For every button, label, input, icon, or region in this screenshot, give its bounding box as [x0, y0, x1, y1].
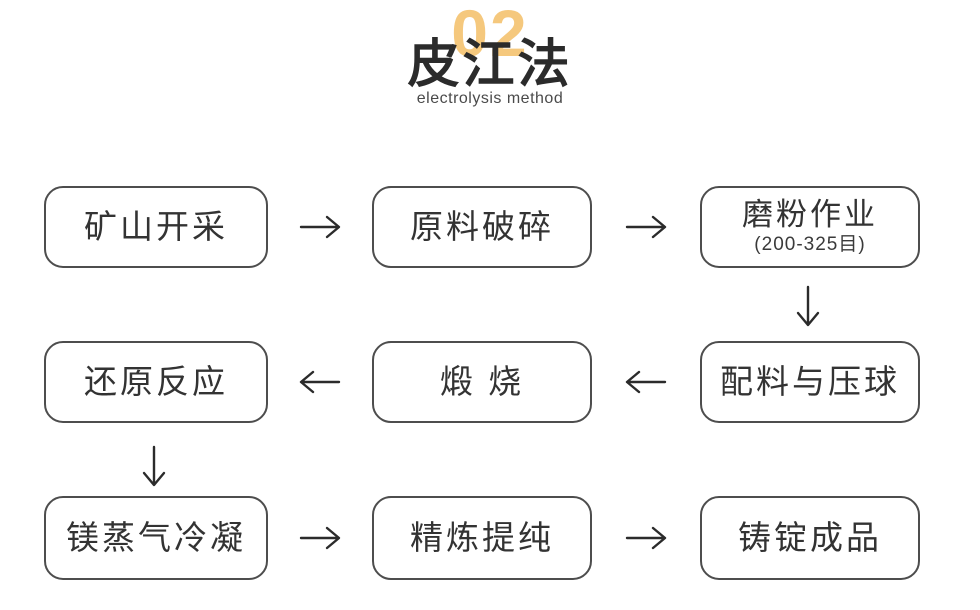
flow-node-reduction: 还原反应 [44, 341, 268, 423]
flow-node-mining: 矿山开采 [44, 186, 268, 268]
flow-node-label: 矿山开采 [84, 208, 228, 246]
flow-node-label: 镁蒸气冷凝 [66, 519, 246, 557]
page-subtitle: electrolysis method [416, 90, 564, 107]
page-title: 皮江法 [407, 36, 573, 94]
flow-node-calcination: 煅 烧 [372, 341, 592, 423]
flow-node-label: 铸锭成品 [738, 519, 882, 557]
flow-node-label: 配料与压球 [720, 363, 900, 401]
flow-node-condensation: 镁蒸气冷凝 [44, 496, 268, 580]
flow-node-label: 磨粉作业 [742, 196, 878, 232]
flow-arrow-right-icon [298, 525, 342, 551]
flow-arrow-left-icon [298, 369, 342, 395]
flow-node-label: 还原反应 [84, 363, 228, 401]
flow-node-refining: 精炼提纯 [372, 496, 592, 580]
flow-node-ingot: 铸锭成品 [700, 496, 920, 580]
flow-node-grinding: 磨粉作业 (200-325目) [700, 186, 920, 268]
flow-arrow-down-icon [141, 444, 167, 488]
flow-arrow-right-icon [298, 214, 342, 240]
flow-node-briquetting: 配料与压球 [700, 341, 920, 423]
flow-arrow-right-icon [624, 525, 668, 551]
flow-node-label: 煅 烧 [439, 363, 525, 401]
flow-arrow-down-icon [795, 284, 821, 328]
flow-arrow-left-icon [624, 369, 668, 395]
flow-node-sublabel: (200-325目) [754, 234, 866, 256]
flow-node-label: 原料破碎 [410, 208, 554, 246]
flow-node-label: 精炼提纯 [410, 519, 554, 557]
flow-node-crushing: 原料破碎 [372, 186, 592, 268]
flow-arrow-right-icon [624, 214, 668, 240]
section-number: 02 [451, 0, 529, 70]
